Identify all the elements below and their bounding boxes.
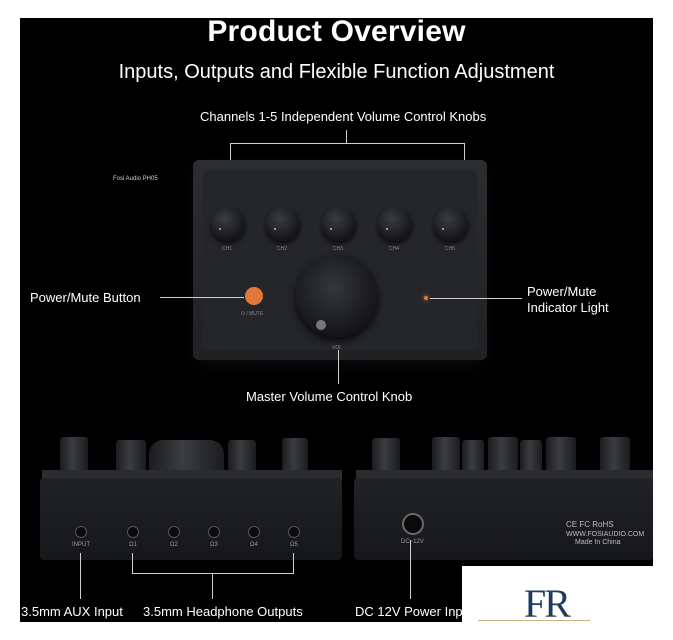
- knob-side: [432, 437, 460, 473]
- dc-power-jack[interactable]: [402, 513, 424, 535]
- power-indicator-light: [424, 296, 428, 300]
- master-volume-knob[interactable]: [296, 255, 378, 337]
- jack-label: INPUT: [72, 542, 90, 548]
- knob-side: [520, 440, 542, 473]
- callout-line: [230, 143, 464, 144]
- knob-side: [228, 440, 256, 473]
- aux-input-callout: 3.5mm AUX Input: [21, 604, 123, 619]
- callout-line: [80, 553, 81, 599]
- mixer-front-panel: [40, 478, 342, 560]
- channel-knob-5[interactable]: [434, 207, 468, 241]
- headphone-jack-3[interactable]: [208, 526, 220, 538]
- knob-side: [462, 440, 484, 473]
- channel-label: CH5: [445, 246, 456, 252]
- callout-line: [160, 297, 244, 298]
- knob-side: [372, 438, 400, 473]
- callout-line: [132, 573, 294, 574]
- logo: FR: [524, 581, 571, 626]
- callout-line: [346, 130, 347, 144]
- made-in-label: Made In China: [575, 539, 621, 546]
- channel-label: CH1: [222, 246, 233, 252]
- power-mute-button[interactable]: [245, 287, 263, 305]
- cert-marks: CE FC RoHS: [566, 520, 614, 529]
- brand-label: Fosi Audio PH05: [113, 176, 158, 182]
- page-title: Product Overview: [207, 15, 466, 48]
- power-mute-button-callout: Power/Mute Button: [30, 290, 141, 305]
- channel-knob-4[interactable]: [378, 207, 412, 241]
- dc-power-callout: DC 12V Power Inp: [355, 604, 463, 619]
- knob-side: [488, 437, 518, 473]
- channel-label: CH3: [333, 246, 344, 252]
- website-label: WWW.FOSIAUDIO.COM: [566, 531, 645, 538]
- indicator-callout-line1: Power/Mute: [527, 284, 597, 299]
- jack-label: Ω3: [210, 542, 218, 548]
- mixer-back-panel: [354, 478, 653, 560]
- knob-side: [282, 438, 308, 473]
- channel-knob-1[interactable]: [211, 207, 245, 241]
- channels-callout: Channels 1-5 Independent Volume Control …: [200, 109, 487, 124]
- channel-label: CH2: [277, 246, 288, 252]
- jack-label: Ω2: [170, 542, 178, 548]
- headphone-jack-1[interactable]: [127, 526, 139, 538]
- mute-label: ⏻ / MUTE: [241, 311, 264, 317]
- callout-line: [293, 553, 294, 573]
- headphone-outputs-callout: 3.5mm Headphone Outputs: [143, 604, 303, 619]
- callout-line: [410, 540, 411, 599]
- headphone-jack-4[interactable]: [248, 526, 260, 538]
- device-edge: [356, 470, 653, 480]
- channel-knob-2[interactable]: [266, 207, 300, 241]
- logo-divider: [478, 620, 590, 621]
- callout-line: [132, 553, 133, 573]
- jack-label: Ω4: [250, 542, 258, 548]
- vol-label: VOL: [332, 345, 343, 351]
- indicator-callout-line2: Indicator Light: [527, 300, 609, 315]
- aux-input-jack[interactable]: [75, 526, 87, 538]
- jack-label: Ω1: [129, 542, 137, 548]
- master-volume-callout: Master Volume Control Knob: [246, 389, 413, 404]
- knob-side: [116, 440, 146, 473]
- master-knob-side: [149, 440, 224, 473]
- headphone-jack-5[interactable]: [288, 526, 300, 538]
- page-subtitle: Inputs, Outputs and Flexible Function Ad…: [118, 61, 555, 83]
- jack-label: Ω5: [290, 542, 298, 548]
- logo-badge: [462, 566, 673, 640]
- channel-knob-3[interactable]: [322, 207, 356, 241]
- channel-label: CH4: [389, 246, 400, 252]
- callout-line: [338, 350, 339, 384]
- device-edge: [42, 470, 342, 480]
- knob-side: [600, 437, 630, 473]
- callout-line: [430, 298, 522, 299]
- dc-label: DC~12V: [401, 539, 424, 545]
- callout-line: [212, 573, 213, 599]
- knob-side: [60, 437, 88, 473]
- headphone-jack-2[interactable]: [168, 526, 180, 538]
- knob-indicator: [316, 320, 326, 330]
- knob-side: [546, 437, 576, 473]
